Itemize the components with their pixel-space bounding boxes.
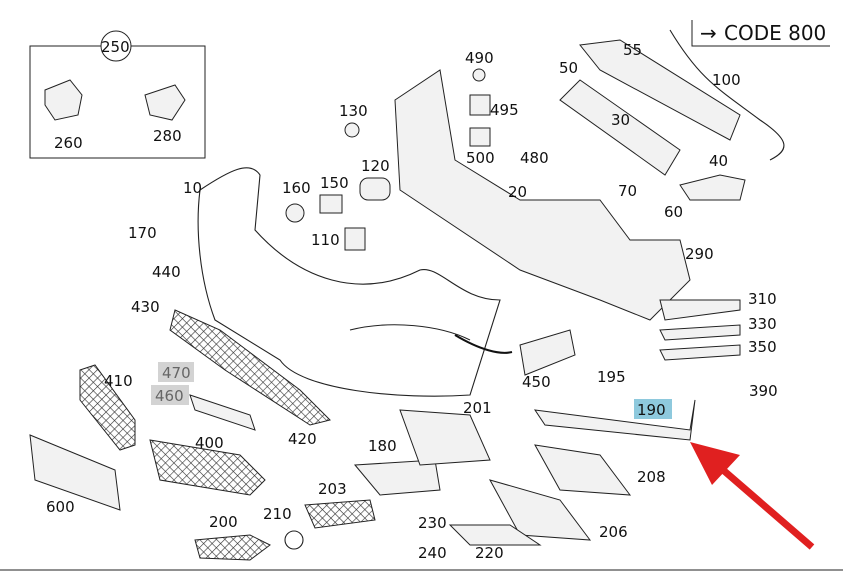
label-280[interactable]: 280 [153,127,182,145]
label-60[interactable]: 60 [664,203,683,221]
label-50[interactable]: 50 [559,59,578,77]
label-190[interactable]: 190 [637,401,666,419]
label-150[interactable]: 150 [320,174,349,192]
label-250[interactable]: 250 [101,38,130,56]
label-208[interactable]: 208 [637,468,666,486]
label-490[interactable]: 490 [465,49,494,67]
bumper-arrow [454,334,513,354]
grille-203-shape [304,499,376,529]
label-200[interactable]: 200 [209,513,238,531]
label-410[interactable]: 410 [104,372,133,390]
label-350[interactable]: 350 [748,338,777,356]
part-120-shape [359,177,391,201]
label-220[interactable]: 220 [475,544,504,562]
strip-330-shape [659,324,741,341]
label-100[interactable]: 100 [712,71,741,89]
label-10[interactable]: 10 [183,179,202,197]
frame-206-shape [488,479,592,541]
label-290[interactable]: 290 [685,245,714,263]
code-box-border [691,20,830,47]
label-420[interactable]: 420 [288,430,317,448]
frame-201-shape [399,409,491,466]
label-600[interactable]: 600 [46,498,75,516]
label-390[interactable]: 390 [749,382,778,400]
code-arrow: → [700,21,717,45]
cover-450-shape [519,329,576,376]
pointer-arrow [690,442,815,550]
label-55[interactable]: 55 [623,41,642,59]
inset-callout [100,30,132,62]
label-480[interactable]: 480 [520,149,549,167]
part-labels: 250 260 280 490 495 500 480 130 120 160 … [46,38,778,562]
pointer-arrow-shaft [712,460,815,550]
grille-420-shape [169,309,331,426]
part-260-shape [44,79,83,121]
holder-110-shape [344,227,366,251]
label-500[interactable]: 500 [466,149,495,167]
sensor-150-shape [319,194,343,214]
label-230[interactable]: 230 [418,514,447,532]
bracket-40-shape [679,174,746,201]
ring-210-shape [284,530,304,550]
part-500-shape [469,127,491,147]
label-310[interactable]: 310 [748,290,777,308]
label-110[interactable]: 110 [311,231,340,249]
grille-200-shape [194,534,271,561]
bumper-line [349,324,471,341]
wire-harness-100 [669,29,785,161]
label-20[interactable]: 20 [508,183,527,201]
grille-410-shape [79,364,136,451]
label-460[interactable]: 460 [155,387,184,405]
label-206[interactable]: 206 [599,523,628,541]
part-495-shape [469,94,491,116]
part-280-shape [144,84,186,121]
clip-130-shape [344,122,360,138]
strip-350-shape [659,344,741,361]
label-495[interactable]: 495 [490,101,519,119]
label-30[interactable]: 30 [611,111,630,129]
label-240[interactable]: 240 [418,544,447,562]
strip-460-shape [189,394,256,431]
label-450[interactable]: 450 [522,373,551,391]
label-195[interactable]: 195 [597,368,626,386]
label-470[interactable]: 470 [162,364,191,382]
label-201[interactable]: 201 [463,399,492,417]
label-440[interactable]: 440 [152,263,181,281]
label-203[interactable]: 203 [318,480,347,498]
frame-180-shape [353,459,441,496]
absorber-30-shape [559,79,681,176]
highlight-190 [634,399,672,419]
label-120[interactable]: 120 [361,157,390,175]
label-160[interactable]: 160 [282,179,311,197]
bumper-carrier-shape [394,69,691,321]
label-260[interactable]: 260 [54,134,83,152]
label-180[interactable]: 180 [368,437,397,455]
bumper-cover-shape [197,167,501,397]
pointer-arrow-head [690,442,740,485]
code-label: CODE 800 [724,21,826,45]
label-430[interactable]: 430 [131,298,160,316]
strip-310-shape [659,299,741,321]
label-330[interactable]: 330 [748,315,777,333]
frame-208-shape [534,444,632,496]
trim-190-shape [533,399,696,441]
highlight-460 [151,385,189,405]
label-40[interactable]: 40 [709,152,728,170]
label-400[interactable]: 400 [195,434,224,452]
grille-400-shape [149,439,266,496]
label-130[interactable]: 130 [339,102,368,120]
label-170[interactable]: 170 [128,224,157,242]
highlight-470 [158,362,194,382]
label-70[interactable]: 70 [618,182,637,200]
absorber-55-shape [579,39,741,141]
strip-220-shape [448,524,542,546]
part-160-shape [285,203,305,223]
plate-600-shape [29,434,121,511]
clip-490-shape [472,68,486,82]
label-210[interactable]: 210 [263,505,292,523]
